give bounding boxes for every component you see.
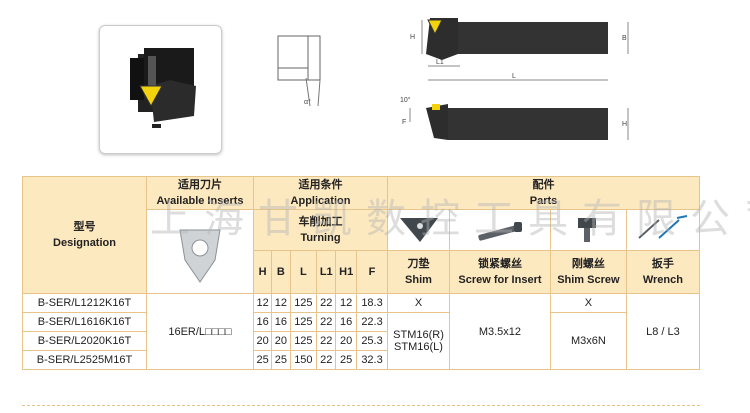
dim-label-l1: L1 [436,59,444,66]
insert-section-drawing: α° [277,35,321,107]
insert-header: 适用刀片 Available Inserts [146,176,254,210]
wrench-header: 扳手 Wrench [625,250,701,294]
shim-image [399,217,438,242]
tool-photo-illustration [130,48,196,128]
dim-cell: 12 [252,293,273,313]
designation-cell: B-SER/L2020K16T [22,331,147,351]
wrench-image [638,214,688,239]
screw-image-cell [449,209,551,251]
dim-label-h: H [622,121,627,128]
dim-label-b: B [622,35,627,42]
screw-insert-header: 锁紧螺丝 Screw for Insert [449,250,551,294]
dim-cell: 125 [289,293,318,313]
shim-header: 刀垫 Shim [386,250,451,294]
dim-cell: 150 [289,350,318,370]
dim-cell: 22.3 [356,312,388,332]
wrench-cell: L8 / L3 [625,293,701,370]
dim-header-l: L [289,250,318,294]
dim-cell: 25.3 [356,331,388,351]
tool-photo [99,25,222,154]
table-row: B-SER/L2525M16T 25 25 150 22 25 32.3 [22,350,700,370]
dim-cell: 125 [289,312,318,332]
dim-cell: 16 [252,312,273,332]
shim-stm-r: STM16(R) [393,329,444,341]
designation-cell: B-SER/L1212K16T [22,293,147,313]
turning-header: 车削加工 Turning [253,209,388,251]
shim-screw-image [578,217,597,242]
dim-label-l: L [512,73,516,80]
shim-screw-m3-cell: M3x6N [549,312,627,370]
dim-cell: 125 [289,331,318,351]
bottom-divider [22,405,700,406]
dim-cell: 25 [271,350,291,370]
insert-image-cell [146,209,254,294]
insert-image [179,229,221,283]
shim-screw-image-cell [549,209,627,251]
designation-header: 型号 Designation [22,176,147,294]
dim-label-h1: H [410,34,415,41]
dim-cell: 20 [335,331,358,351]
dim-header-f: F [356,250,388,294]
shim-stm-cell: STM16(R) STM16(L) [386,312,451,370]
dim-header-b: B [271,250,291,294]
shim-stm-l: STM16(L) [394,341,443,353]
table-row: B-SER/L1616K16T 16 16 125 22 16 22.3 STM… [22,312,700,370]
tool-top-view-drawing: H B L1 L [410,18,629,81]
dim-header-l1: L1 [316,250,337,294]
designation-cell: B-SER/L1616K16T [22,312,147,332]
shim-screw-cell: X [549,293,627,313]
designation-cell: B-SER/L2525M16T [22,350,147,370]
dim-cell: 16 [335,312,358,332]
dim-cell: 22 [316,350,337,370]
side-angle-label: 10° [400,96,411,104]
wrench-image-cell [625,209,701,251]
table-row: B-SER/L1212K16T 16ER/L□□□□ 12 12 125 22 … [22,293,701,370]
insert-cell: 16ER/L□□□□ [146,293,254,370]
angle-label: α° [304,98,311,106]
dim-label-f: F [402,119,406,126]
dim-cell: 22 [316,293,337,313]
dim-cell: 20 [252,331,273,351]
dim-cell: 20 [271,331,291,351]
dim-header-h: H [252,250,273,294]
screw-image [478,221,522,241]
screw-insert-cell: M3.5x12 [449,293,551,370]
dim-cell: 16 [271,312,291,332]
shim-screw-header: 刚螺丝 Shim Screw [549,250,627,294]
dim-cell: 22 [316,312,337,332]
dim-cell: 12 [335,293,358,313]
shim-image-cell [386,209,451,251]
spec-table: 型号 Designation 适用刀片 Available Inserts 适用… [22,176,701,370]
tool-side-view-drawing: 10° F H [400,96,629,140]
dim-header-h1: H1 [335,250,358,294]
application-header: 适用条件 Application [253,176,388,210]
dim-cell: 25 [252,350,273,370]
dim-cell: 32.3 [356,350,388,370]
parts-header: 配件 Parts [387,176,700,210]
dim-cell: 25 [335,350,358,370]
shim-cell: X [386,293,451,313]
dim-cell: 12 [271,293,291,313]
dim-cell: 18.3 [356,293,388,313]
dim-cell: 22 [316,331,337,351]
